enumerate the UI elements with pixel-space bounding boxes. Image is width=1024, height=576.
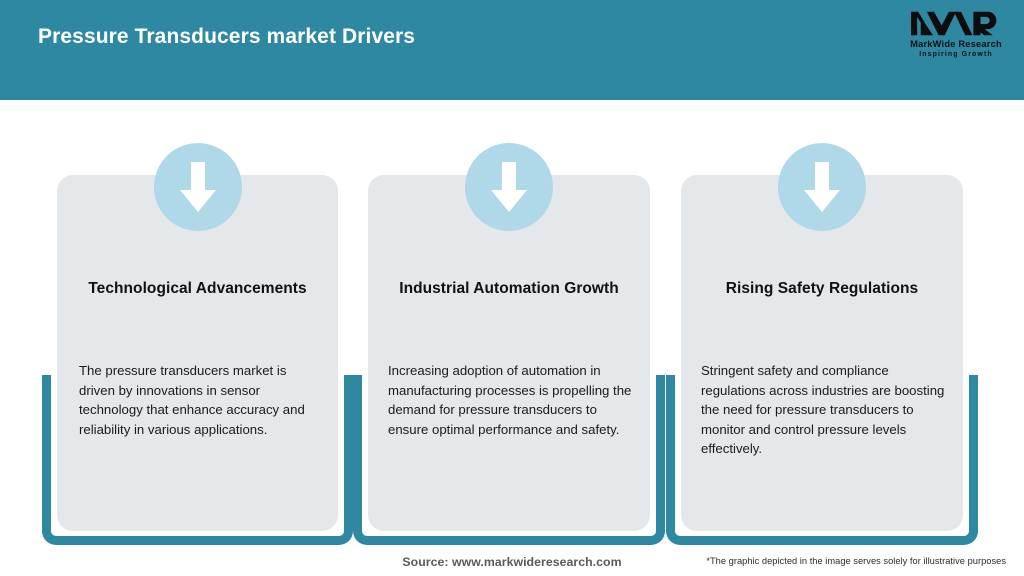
card-panel: Rising Safety Regulations Stringent safe… <box>681 175 963 531</box>
card-badge <box>778 143 866 231</box>
card-body-text: Increasing adoption of automation in man… <box>388 363 632 437</box>
card-badge <box>153 143 242 231</box>
card-panel: Technological Advancements The pressure … <box>57 175 338 531</box>
card-badge <box>465 143 553 231</box>
card-panel: Industrial Automation Growth Increasing … <box>368 175 650 531</box>
mwr-logo-icon <box>911 11 997 36</box>
card-body-text: Stringent safety and compliance regulati… <box>701 363 945 457</box>
down-arrow-icon <box>179 162 216 212</box>
header-bar: Pressure Transducers market Drivers Mark… <box>0 0 1024 100</box>
down-arrow-icon <box>491 162 527 212</box>
card-frame <box>353 375 665 545</box>
source-label: Source: www.markwideresearch.com <box>402 555 622 569</box>
card-frame <box>42 375 353 545</box>
card-title: Technological Advancements <box>88 280 307 297</box>
card-frame <box>666 375 978 545</box>
driver-card-3[interactable]: Rising Safety Regulations Stringent safe… <box>666 143 978 553</box>
card-title: Rising Safety Regulations <box>725 280 919 297</box>
disclaimer-note: *The graphic depicted in the image serve… <box>706 556 1006 566</box>
card-title: Industrial Automation Growth <box>399 280 619 297</box>
page-title: Pressure Transducers market Drivers <box>38 25 416 48</box>
driver-card-2[interactable]: Industrial Automation Growth Increasing … <box>353 143 665 553</box>
down-arrow-icon <box>804 162 840 212</box>
driver-card-1[interactable]: Technological Advancements The pressure … <box>42 143 353 553</box>
brand-logo: MarkWide Research Inspiring Growth <box>900 8 1012 66</box>
card-body-text: The pressure transducers market is drive… <box>79 363 305 437</box>
logo-tagline: Inspiring Growth <box>919 51 993 58</box>
logo-company-name: MarkWide Research <box>910 39 1002 49</box>
